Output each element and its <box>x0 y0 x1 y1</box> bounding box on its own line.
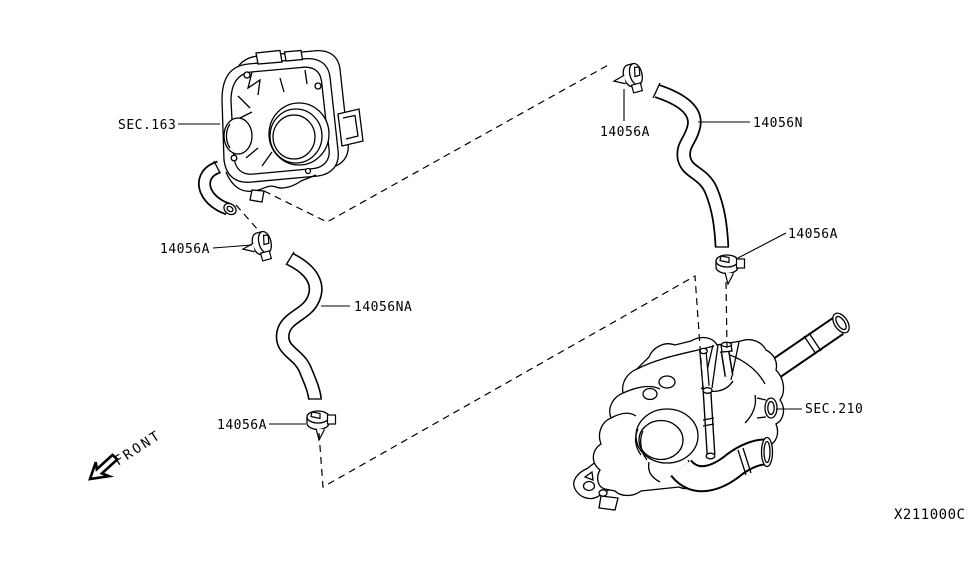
outlet-small-boss <box>658 375 676 389</box>
throttle-flange-inner <box>230 66 330 175</box>
throttle-top-bosses <box>255 49 304 65</box>
leader-clamp-throttle <box>212 244 253 249</box>
outlet-right-port <box>756 397 778 419</box>
throttle-bracket <box>337 108 364 147</box>
throttle-vacuum-port <box>198 160 237 216</box>
clamp-hose-n-bottom <box>715 254 746 285</box>
label-hose-na: 14056NA <box>354 300 412 315</box>
clamp-hose-n-top <box>610 61 647 98</box>
throttle-rib-details <box>225 69 317 193</box>
throttle-bore-mid <box>269 108 323 164</box>
mounting-hole <box>582 480 596 492</box>
drawing-code: X211000C <box>894 507 965 523</box>
throttle-bracket-inner <box>342 114 359 140</box>
hose-n-top-cut <box>652 82 661 99</box>
thermostat-boss <box>634 408 708 483</box>
outlet-side-tube <box>670 436 774 493</box>
upper-pipe-opening <box>832 312 850 334</box>
label-clamp-na-bottom: 14056A <box>217 418 267 433</box>
label-clamp-throttle: 14056A <box>160 242 210 257</box>
front-arrow-icon <box>88 453 120 481</box>
hose-na-top-cut <box>285 251 295 266</box>
throttle-bore-outer <box>268 102 330 166</box>
throttle-body-drawing <box>198 49 364 216</box>
label-clamp-n-top: 14056A <box>600 125 650 140</box>
mounting-hole <box>598 489 608 497</box>
callout-leader-lines <box>178 89 802 425</box>
outlet-small-boss <box>642 387 658 401</box>
throttle-foot <box>249 189 265 203</box>
hose-14056n-drawing <box>652 82 730 248</box>
routing-hose-na-to-outlet <box>318 275 704 488</box>
port-end-opening <box>223 202 237 216</box>
routing-dashed-lines <box>235 63 728 488</box>
clamp-throttle-body <box>239 229 276 266</box>
throttle-bore-inner <box>272 114 316 160</box>
routing-hose-n-to-outlet <box>725 281 728 349</box>
label-sec163: SEC.163 <box>118 118 176 133</box>
label-hose-n: 14056N <box>753 116 803 131</box>
clamp-hose-na-bottom <box>306 410 337 441</box>
label-sec210: SEC.210 <box>805 402 863 417</box>
routing-port-to-clamp <box>235 204 260 232</box>
outlet-upper-pipe <box>762 312 850 383</box>
hose-14056na-drawing <box>275 251 323 401</box>
throttle-left-boss <box>223 117 253 155</box>
leader-clamp-n-bottom <box>737 232 787 259</box>
front-label: FRONT <box>111 427 164 469</box>
throttle-bolt-heads <box>230 71 322 175</box>
throttle-left-boss-arc <box>225 123 231 149</box>
label-clamp-n-bottom: 14056A <box>788 227 838 242</box>
front-indicator: FRONT <box>88 427 165 481</box>
